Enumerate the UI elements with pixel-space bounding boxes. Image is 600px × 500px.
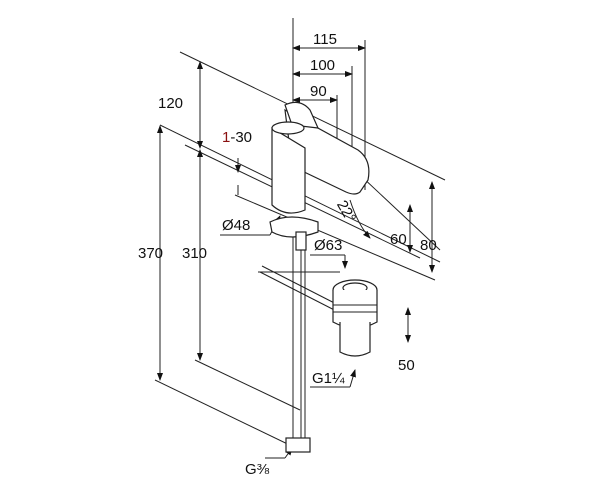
- thread-g1-1-4: G1¼: [312, 370, 345, 387]
- dim-310: 310: [182, 245, 207, 262]
- dim-120: 120: [158, 95, 183, 112]
- dim-60: 60: [390, 231, 407, 248]
- dim-370: 370: [138, 245, 163, 262]
- dim-50: 50: [398, 357, 415, 374]
- thread-g3-8: G⅜: [245, 461, 270, 478]
- dim-115: 115: [313, 31, 337, 48]
- supply-hoses: [259, 230, 353, 453]
- dimension-lines: [157, 45, 435, 459]
- dim-100: 100: [310, 57, 335, 74]
- dim-90: 90: [310, 83, 327, 100]
- diameter-63: Ø63: [314, 237, 342, 254]
- dim-80: 80: [420, 237, 437, 254]
- dim-1-30: 1-30: [222, 129, 252, 146]
- diameter-48: Ø48: [222, 217, 250, 234]
- drain-valve: [332, 279, 378, 357]
- faucet-body: [269, 101, 370, 251]
- dimension-labels: 115 100 90 120 1-30 22° Ø48 60 80 Ø63 37…: [138, 31, 437, 478]
- angle-22: 22°: [333, 197, 359, 225]
